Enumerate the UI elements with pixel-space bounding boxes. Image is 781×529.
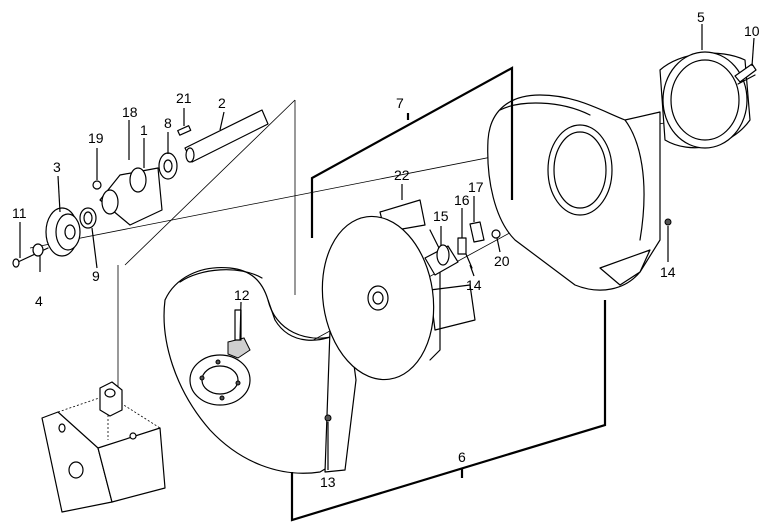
callout-22: 22 (394, 167, 410, 183)
callout-5: 5 (697, 9, 705, 25)
callout-18: 18 (122, 104, 138, 120)
callout-12: 12 (234, 287, 250, 303)
drive-side-parts (12, 74, 756, 268)
leader-lines (19, 24, 755, 470)
callout-14-hub: 14 (466, 277, 482, 293)
callout-3: 3 (53, 159, 61, 175)
callout-4: 4 (35, 293, 43, 309)
hub-assembly (424, 221, 501, 276)
callout-7: 7 (396, 95, 404, 111)
mounting-bracket (41, 381, 166, 513)
callout-2: 2 (218, 95, 226, 111)
callout-10: 10 (744, 23, 760, 39)
callout-16: 16 (454, 192, 470, 208)
callout-21: 21 (176, 90, 192, 106)
callout-9: 9 (92, 268, 100, 284)
impeller (321, 199, 476, 381)
callout-19: 19 (88, 130, 104, 146)
callout-15: 15 (433, 208, 449, 224)
outlet-ring (659, 51, 757, 149)
callouts: 1 2 3 4 5 6 7 8 9 10 11 12 13 14 14 15 1… (12, 9, 760, 490)
callout-17: 17 (468, 179, 484, 195)
callout-13: 13 (320, 474, 336, 490)
callout-8: 8 (164, 115, 172, 131)
callout-20: 20 (494, 253, 510, 269)
callout-6: 6 (458, 449, 466, 465)
front-housing (487, 94, 672, 291)
callout-11: 11 (12, 205, 27, 221)
group-brackets (290, 66, 607, 522)
callout-14-housing: 14 (660, 264, 676, 280)
callout-1: 1 (140, 122, 148, 138)
